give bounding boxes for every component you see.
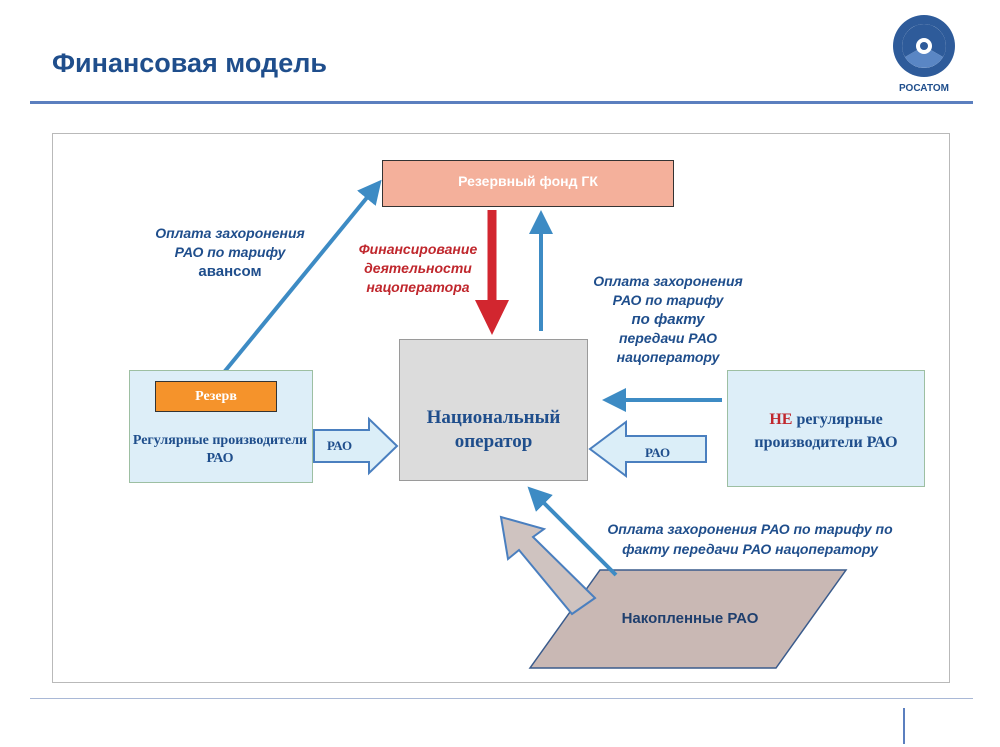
irregular-ne-label: НЕ (769, 410, 793, 428)
financing-label: Финансирование деятельности нацоператора (358, 241, 478, 295)
accumulated-rao-shape (528, 569, 848, 669)
arrow-fund-financing-head (475, 300, 509, 335)
pay-accumulated-label: Оплата захоронения РАО по тарифу по факт… (607, 521, 893, 557)
pay-advance-emphasis: авансом (198, 263, 262, 280)
pay-advance-label: Оплата захоронения РАО по тарифу авансом (150, 224, 310, 281)
footer-marker (903, 708, 905, 744)
reserve-fund-box: Резервный фонд ГК (382, 160, 674, 207)
regular-producers-label: Регулярные производители РАО (132, 433, 308, 466)
national-operator-box: Национальный оператор (399, 339, 588, 481)
pay-advance-text: Оплата захоронения РАО по тарифу (155, 225, 305, 260)
rosatom-logo-icon (893, 15, 955, 77)
irregular-producers-label: регулярные производители РАО (754, 410, 898, 451)
page-title: Финансовая модель (52, 48, 327, 78)
title-divider (30, 101, 973, 104)
arrow-accumulated-to-operator (527, 486, 618, 577)
arrow-reserve-to-fund (214, 179, 382, 384)
reserve-box: Резерв (155, 381, 277, 412)
irregular-producers-box: НЕ регулярные производители РАО (727, 370, 925, 487)
pay-fact-label: Оплата захоронения РАО по тарифу по факт… (588, 272, 748, 367)
rao-block-arrow-right (588, 420, 707, 478)
pay-fact-pre: Оплата захоронения РАО по тарифу (593, 273, 743, 308)
accumulated-rao-label: Накопленные РАО (621, 610, 759, 627)
accumulated-block-arrow (499, 515, 597, 616)
rao-right-label: РАО (645, 445, 671, 460)
pay-fact-emphasis: по факту (631, 311, 705, 328)
rao-left-label: РАО (327, 438, 353, 453)
footer-divider (30, 698, 973, 699)
rao-block-arrow-left (313, 416, 399, 476)
pay-fact-post: передачи РАО нацоператору (616, 330, 720, 365)
logo-wordmark: РОСАТОМ (899, 83, 949, 94)
